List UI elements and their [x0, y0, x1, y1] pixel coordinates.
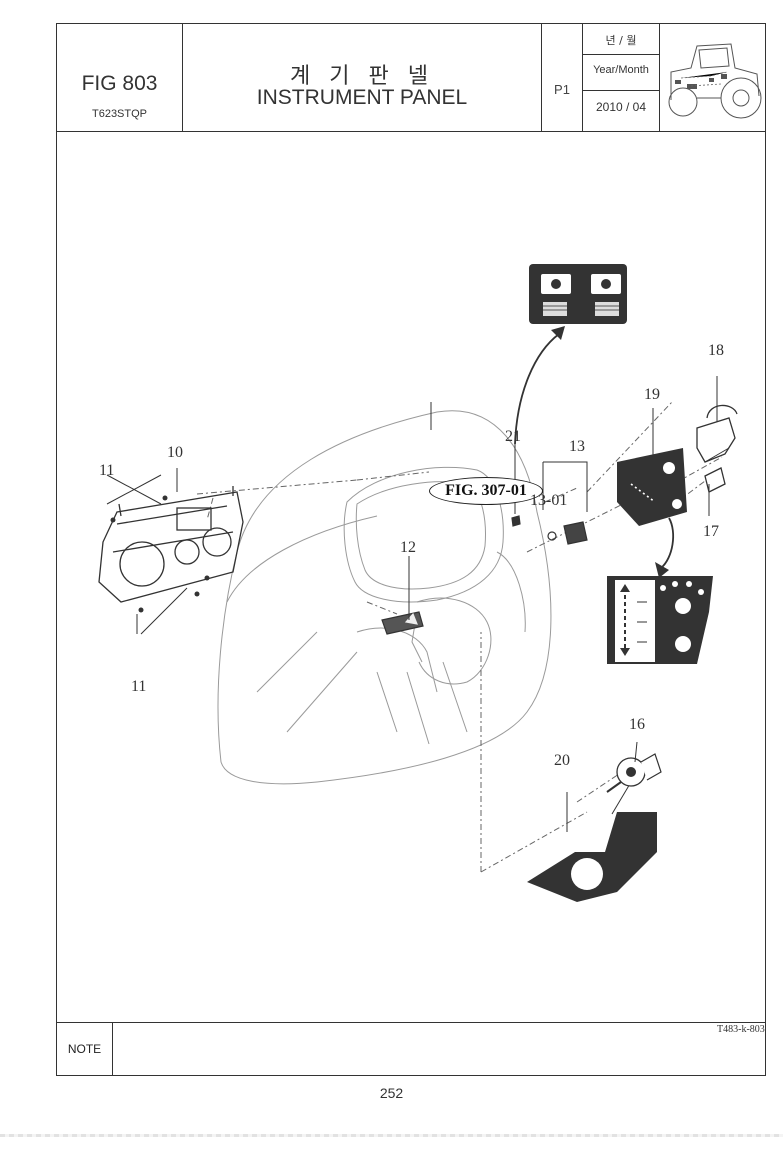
callout-11: 11: [131, 678, 147, 695]
tractor-thumbnail-icon: [668, 43, 762, 119]
reference-figure: FIG. 307-01: [429, 477, 543, 505]
callout-18: 18: [708, 342, 724, 359]
callout-10: 10: [167, 444, 183, 461]
title-korean: 계 기 판 넬: [290, 64, 434, 89]
callout-13: 13: [569, 438, 585, 455]
callout-19: 19: [644, 386, 660, 403]
page-number: 252: [379, 1085, 404, 1101]
page-id: P1: [554, 82, 570, 97]
model-code: T623STQP: [91, 108, 148, 120]
divider: [583, 90, 659, 91]
exploded-diagram: FIG. 307-01 10 11 11 12 13 13-01 16 17 1…: [57, 132, 765, 1035]
fig-number: FIG 803: [81, 72, 158, 95]
divider: [659, 24, 660, 132]
divider: [582, 24, 583, 132]
callout-16: 16: [629, 716, 645, 733]
divider: [182, 24, 183, 132]
year-month-label: Year/Month: [593, 64, 649, 76]
drawing-code: T483-k-803: [717, 1024, 765, 1035]
scan-artifact: [0, 1134, 783, 1137]
title-english: INSTRUMENT PANEL: [256, 86, 468, 109]
year-month-korean: 년 / 월: [605, 34, 637, 47]
callout-11: 11: [99, 462, 115, 479]
callout-20: 20: [554, 752, 570, 769]
callout-21: 21: [505, 428, 521, 445]
diagram-linework: [98, 264, 738, 902]
divider: [541, 24, 542, 132]
divider: [583, 54, 659, 55]
revision-date: 2010 / 04: [595, 100, 647, 114]
callout-12: 12: [400, 539, 416, 556]
callout-13-01: 13-01: [530, 492, 568, 509]
parts-sheet: FIG 803 T623STQP 계 기 판 넬 INSTRUMENT PANE…: [56, 23, 766, 1076]
note-row: NOTE: [57, 1022, 765, 1076]
callout-17: 17: [703, 523, 719, 540]
title-block: FIG 803 T623STQP 계 기 판 넬 INSTRUMENT PANE…: [57, 24, 765, 132]
note-label: NOTE: [57, 1023, 113, 1076]
